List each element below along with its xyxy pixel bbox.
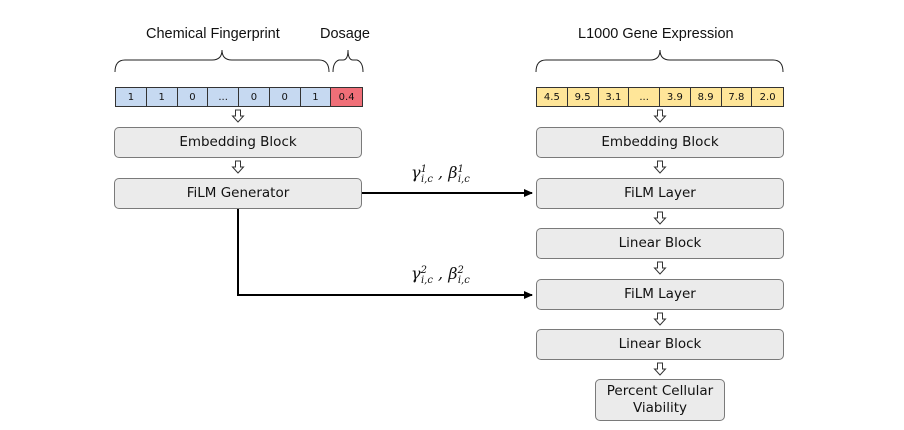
fingerprint-cell: ... — [208, 88, 239, 106]
gene-expression-cell: 8.9 — [690, 88, 722, 106]
fingerprint-cell: 0 — [239, 88, 270, 106]
film-layer-2: FiLM Layer — [536, 279, 784, 310]
film-generator: FiLM Generator — [114, 178, 362, 209]
linear-block-2: Linear Block — [536, 329, 784, 360]
film-layer-1: FiLM Layer — [536, 178, 784, 209]
film-params-label-1: γ1i,c , β1i,c — [411, 163, 470, 186]
gene-expression-cell: 4.5 — [537, 88, 568, 106]
gene-expression-cell: 9.5 — [567, 88, 599, 106]
fingerprint-cell: 1 — [116, 88, 147, 106]
left-embedding-block: Embedding Block — [114, 127, 362, 158]
gene-expression-cell: 2.0 — [752, 88, 783, 106]
dosage-cell: 0.4 — [331, 88, 362, 106]
right-embedding-block: Embedding Block — [536, 127, 784, 158]
film-params-label-2: γ2i,c , β2i,c — [411, 264, 470, 287]
connection-arrow-2 — [237, 209, 533, 299]
fingerprint-cell: 1 — [300, 88, 332, 106]
fingerprint-cell: 1 — [146, 88, 178, 106]
gene-expression-cell: ... — [629, 88, 660, 106]
percent-cellular-viability-output: Percent Cellular Viability — [595, 379, 725, 421]
linear-block-1: Linear Block — [536, 228, 784, 259]
fingerprint-cell: 0 — [269, 88, 301, 106]
gene-expression-header: L1000 Gene Expression — [578, 26, 734, 42]
gene-expression-cell: 3.9 — [660, 88, 691, 106]
chemical-fingerprint-header: Chemical Fingerprint — [146, 26, 280, 42]
gene-expression-cell: 3.1 — [598, 88, 630, 106]
fingerprint-cell: 0 — [177, 88, 209, 106]
dosage-header: Dosage — [320, 26, 370, 42]
gene-expression-cell: 7.8 — [721, 88, 753, 106]
